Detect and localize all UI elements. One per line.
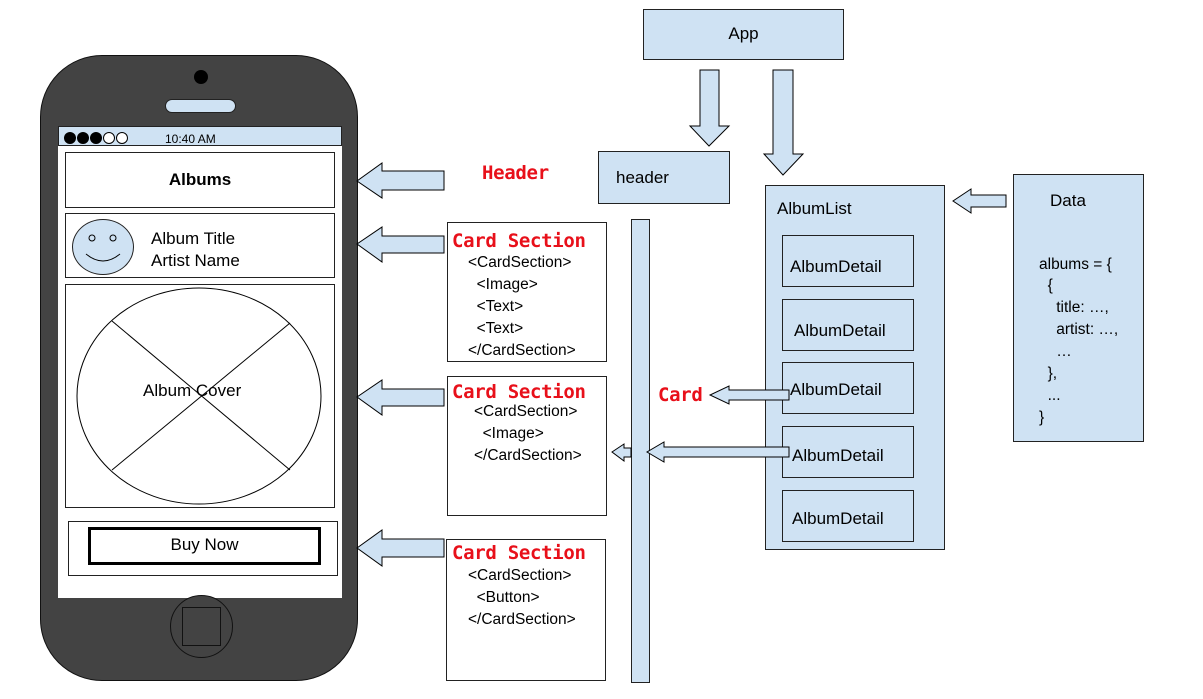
card-section-2-box (447, 376, 607, 516)
data-line-3: title: …, (1039, 299, 1109, 316)
card-section-2-label: Card Section (452, 381, 586, 403)
signal-dot-3 (90, 132, 102, 144)
signal-dot-2 (77, 132, 89, 144)
card-section-1-line-5: </CardSection> (468, 342, 576, 359)
album-detail-label-2: AlbumDetail (794, 321, 886, 340)
album-detail-label-1: AlbumDetail (790, 257, 882, 276)
header-component-label: header (616, 168, 669, 187)
header-annotation: Header (482, 162, 549, 184)
data-line-8: } (1039, 409, 1045, 426)
data-line-4: artist: …, (1039, 321, 1119, 338)
album-title: Album Title (151, 229, 236, 248)
phone-speaker (165, 99, 236, 113)
phone-camera (194, 70, 208, 84)
card-section-1-box (447, 222, 607, 362)
status-bar (58, 126, 342, 146)
album-detail-label-4: AlbumDetail (792, 446, 884, 465)
album-detail-box-5 (782, 490, 914, 542)
phone-header-title: Albums (168, 170, 232, 189)
avatar-smiley-icon (72, 219, 134, 275)
album-detail-box-4 (782, 426, 914, 478)
signal-dot-4 (103, 132, 115, 144)
signal-dot-5 (116, 132, 128, 144)
album-detail-box-1 (782, 235, 914, 287)
card-section-1-line-3: <Text> (468, 298, 524, 315)
card-section-2-line-3: </CardSection> (474, 447, 582, 464)
card-section-3-line-1: <CardSection> (468, 567, 572, 584)
data-line-6: }, (1039, 365, 1058, 382)
card-section-1-label: Card Section (452, 230, 586, 252)
header-component-box (598, 151, 730, 204)
card-section-2-line-1: <CardSection> (474, 403, 578, 420)
arrow-data-to-albumlist (952, 188, 1007, 214)
data-line-7: ... (1039, 387, 1061, 404)
phone-header-box (65, 152, 335, 208)
arrow-app-to-header (688, 69, 731, 147)
arrow-section3-to-phone (356, 529, 445, 567)
card-section-1-line-2: <Image> (468, 276, 538, 293)
album-detail-box-3 (782, 362, 914, 414)
signal-dot-1 (64, 132, 76, 144)
buy-now-label: Buy Now (170, 535, 239, 554)
album-list-label: AlbumList (777, 199, 852, 218)
album-detail-label-5: AlbumDetail (792, 509, 884, 528)
app-box (643, 9, 844, 60)
home-button-square-icon (182, 607, 221, 646)
card-section-1-line-4: <Text> (468, 320, 524, 337)
album-detail-label-3: AlbumDetail (790, 380, 882, 399)
app-label: App (728, 24, 759, 43)
arrow-bar-to-section2 (611, 443, 632, 462)
data-line-1: albums = { (1039, 256, 1112, 273)
album-detail-box-2 (782, 299, 914, 351)
artist-name: Artist Name (151, 251, 240, 270)
data-line-5: … (1039, 343, 1072, 360)
arrow-section2-to-phone (356, 379, 445, 416)
album-cover-label: Album Cover (143, 381, 242, 400)
arrow-app-to-albumlist (762, 69, 805, 176)
card-vertical-bar (631, 219, 650, 683)
card-section-3-line-3: </CardSection> (468, 611, 576, 628)
card-section-2-line-2: <Image> (474, 425, 544, 442)
card-section-3-label: Card Section (452, 542, 586, 564)
data-title: Data (1050, 191, 1086, 210)
card-section-1-line-1: <CardSection> (468, 254, 572, 271)
buy-now-button[interactable] (88, 527, 321, 565)
card-annotation: Card (658, 384, 703, 406)
data-box (1013, 174, 1144, 442)
card-section-3-line-2: <Button> (468, 589, 540, 606)
arrow-section1-to-phone (356, 226, 445, 263)
data-line-2: { (1039, 277, 1053, 294)
arrow-header-to-phone (356, 162, 445, 199)
card-section-3-box (446, 539, 606, 681)
status-time: 10:40 AM (165, 132, 216, 146)
